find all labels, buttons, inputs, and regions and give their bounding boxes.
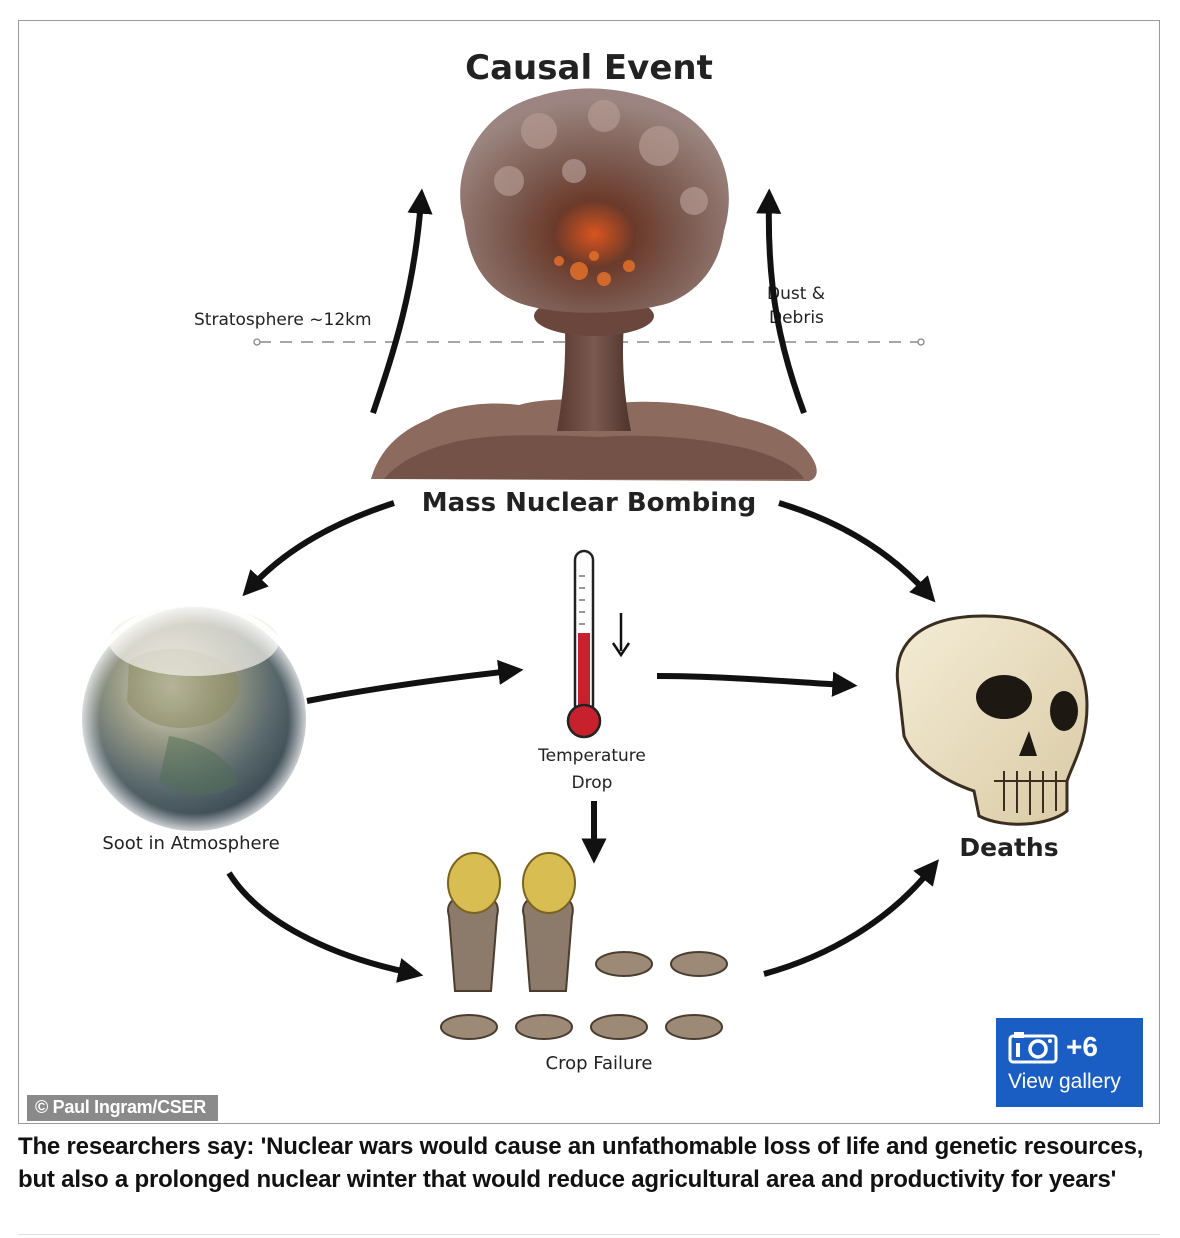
temperature-label-line2: Drop <box>572 773 613 793</box>
gallery-label: View gallery <box>1008 1070 1121 1093</box>
image-credit: © Paul Ingram/CSER <box>27 1095 218 1121</box>
image-caption: The researchers say: 'Nuclear wars would… <box>18 1133 1144 1193</box>
stratosphere-label: Stratosphere ~12km <box>194 310 372 330</box>
temperature-label-line1: Temperature <box>537 746 646 766</box>
bombing-label: Mass Nuclear Bombing <box>422 488 756 518</box>
arrow-bombing-to-deaths <box>778 500 936 603</box>
arrow-bombing-to-soot <box>242 500 395 597</box>
camera-icon <box>1008 1032 1058 1064</box>
view-gallery-button[interactable]: +6 View gallery <box>996 1018 1143 1107</box>
arrow-temperature-to-deaths <box>656 671 858 697</box>
dust-label-line1: Dust & <box>767 284 825 304</box>
diagram-title: Causal Event <box>465 48 713 88</box>
skull-illustration <box>895 614 1089 826</box>
deaths-label: Deaths <box>959 833 1058 862</box>
diagram-frame: Causal Event Stratosphere ~12km Dust & D… <box>18 20 1160 1124</box>
arrow-soot-to-temperature <box>306 659 524 704</box>
soot-label: Soot in Atmosphere <box>102 833 279 854</box>
crop-failure-illustration <box>440 852 728 1040</box>
earth-soot-illustration <box>76 601 312 837</box>
thermometer-icon <box>566 549 602 739</box>
arrow-crop-to-deaths <box>763 859 939 977</box>
mushroom-cloud-illustration <box>371 88 817 481</box>
dust-label-line2: Debris <box>769 308 824 328</box>
caption-divider <box>18 1234 1160 1235</box>
arrow-up-right <box>756 188 807 415</box>
stratosphere-line <box>253 338 925 346</box>
arrow-soot-to-crop <box>226 871 424 983</box>
crop-label: Crop Failure <box>546 1053 653 1074</box>
arrow-up-left <box>370 188 433 414</box>
causal-diagram: Causal Event Stratosphere ~12km Dust & D… <box>76 48 1089 1074</box>
gallery-count: +6 <box>1066 1031 1098 1062</box>
